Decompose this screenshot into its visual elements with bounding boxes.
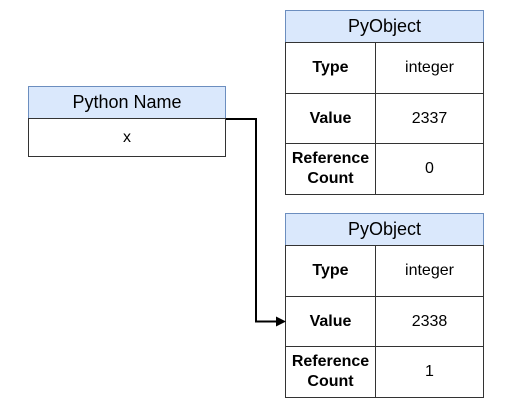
pyobject-2-refcount-label: Reference Count — [291, 353, 370, 390]
python-name-title: Python Name — [72, 92, 182, 112]
pyobject-1-title: PyObject — [347, 16, 422, 36]
pyobject-1-type-label-cell: Type — [285, 42, 376, 94]
pyobject-1-value-value-cell: 2337 — [375, 93, 484, 144]
pyobject-2-refcount-value: 1 — [425, 363, 434, 380]
pyobject-2-value-label: Value — [309, 312, 352, 330]
pyobject-2-refcount-label-cell: Reference Count — [285, 346, 376, 398]
pyobject-1-refcount-value: 0 — [425, 160, 434, 177]
pyobject-1-type-value: integer — [405, 59, 454, 76]
pyobject-1-refcount-value-cell: 0 — [375, 143, 484, 195]
pyobject-2-header: PyObject — [285, 213, 484, 246]
pyobject-2-refcount-value-cell: 1 — [375, 346, 484, 398]
pyobject-2-type-value-cell: integer — [375, 245, 484, 297]
pyobject-1-value-label-cell: Value — [285, 93, 376, 144]
pyobject-1-header: PyObject — [285, 10, 484, 43]
pyobject-2-type-label-cell: Type — [285, 245, 376, 297]
pyobject-1-refcount-label: Reference Count — [291, 150, 370, 187]
pyobject-1-value-value: 2337 — [411, 109, 448, 127]
pyobject-1-value-label: Value — [309, 109, 352, 127]
pyobject-2-type-value: integer — [405, 262, 454, 279]
python-name-header: Python Name — [28, 86, 226, 119]
pyobject-1-type-label: Type — [312, 59, 349, 76]
pyobject-2-type-label: Type — [312, 262, 349, 279]
pyobject-2-title: PyObject — [347, 219, 422, 239]
pyobject-2-value-value: 2338 — [411, 312, 448, 330]
pyobject-1-type-value-cell: integer — [375, 42, 484, 94]
python-name-value: x — [123, 128, 131, 146]
python-name-value-cell: x — [28, 118, 226, 157]
pyobject-1-refcount-label-cell: Reference Count — [285, 143, 376, 195]
pyobject-2-value-value-cell: 2338 — [375, 296, 484, 347]
reference-arrow-line — [226, 118, 286, 327]
